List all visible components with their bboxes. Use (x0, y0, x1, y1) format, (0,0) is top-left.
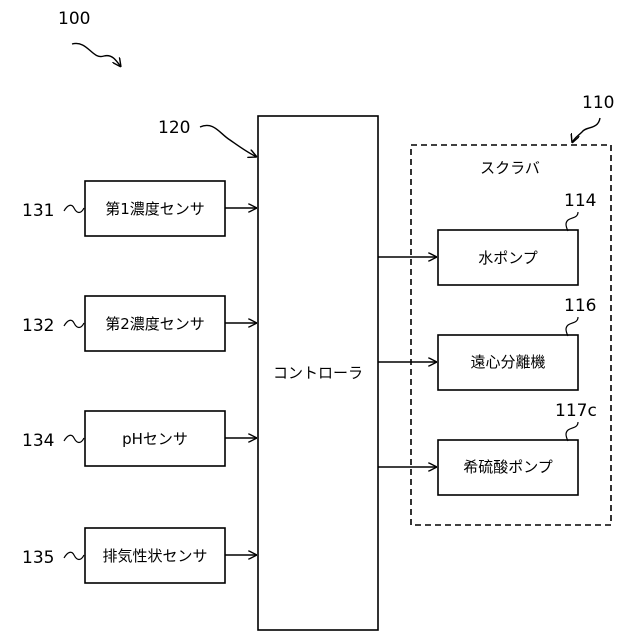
sensor-label-135: 排気性状センサ (102, 547, 207, 565)
scrubber-ref-leader (572, 118, 600, 143)
sensor-label-131: 第1濃度センサ (105, 200, 205, 218)
sensor-ref-131: 131 (22, 201, 54, 221)
water-pump-ref-leader (566, 212, 578, 231)
dilute-sulfuric-acid-pump-ref-leader (566, 422, 578, 441)
scrubber-ref-label: 110 (582, 93, 614, 113)
water-pump-label: 水ポンプ (478, 249, 538, 267)
sensor-label-132: 第2濃度センサ (105, 315, 205, 333)
controller-label: コントローラ (273, 364, 363, 382)
dilute-sulfuric-acid-pump-ref-label: 117c (555, 401, 597, 421)
sensor-ref-135: 135 (22, 548, 54, 568)
system-ref-leader (72, 43, 121, 67)
scrubber-label: スクラバ (480, 159, 540, 177)
sensor-label-134: pHセンサ (122, 430, 188, 448)
sensor-ref-leader-131 (64, 205, 84, 212)
water-pump-ref-label: 114 (564, 191, 596, 211)
centrifuge-label: 遠心分離機 (470, 353, 545, 371)
sensor-ref-134: 134 (22, 431, 54, 451)
sensor-ref-132: 132 (22, 316, 54, 336)
centrifuge-ref-label: 116 (564, 296, 596, 316)
sensor-ref-leader-132 (64, 320, 84, 327)
dilute-sulfuric-acid-pump-label: 希硫酸ポンプ (463, 458, 553, 476)
sensor-ref-leader-135 (64, 552, 84, 559)
sensor-ref-leader-134 (64, 435, 84, 442)
system-ref-label: 100 (58, 9, 90, 29)
controller-ref-label: 120 (158, 118, 190, 138)
centrifuge-ref-leader (566, 317, 578, 336)
controller-ref-leader (200, 125, 257, 157)
